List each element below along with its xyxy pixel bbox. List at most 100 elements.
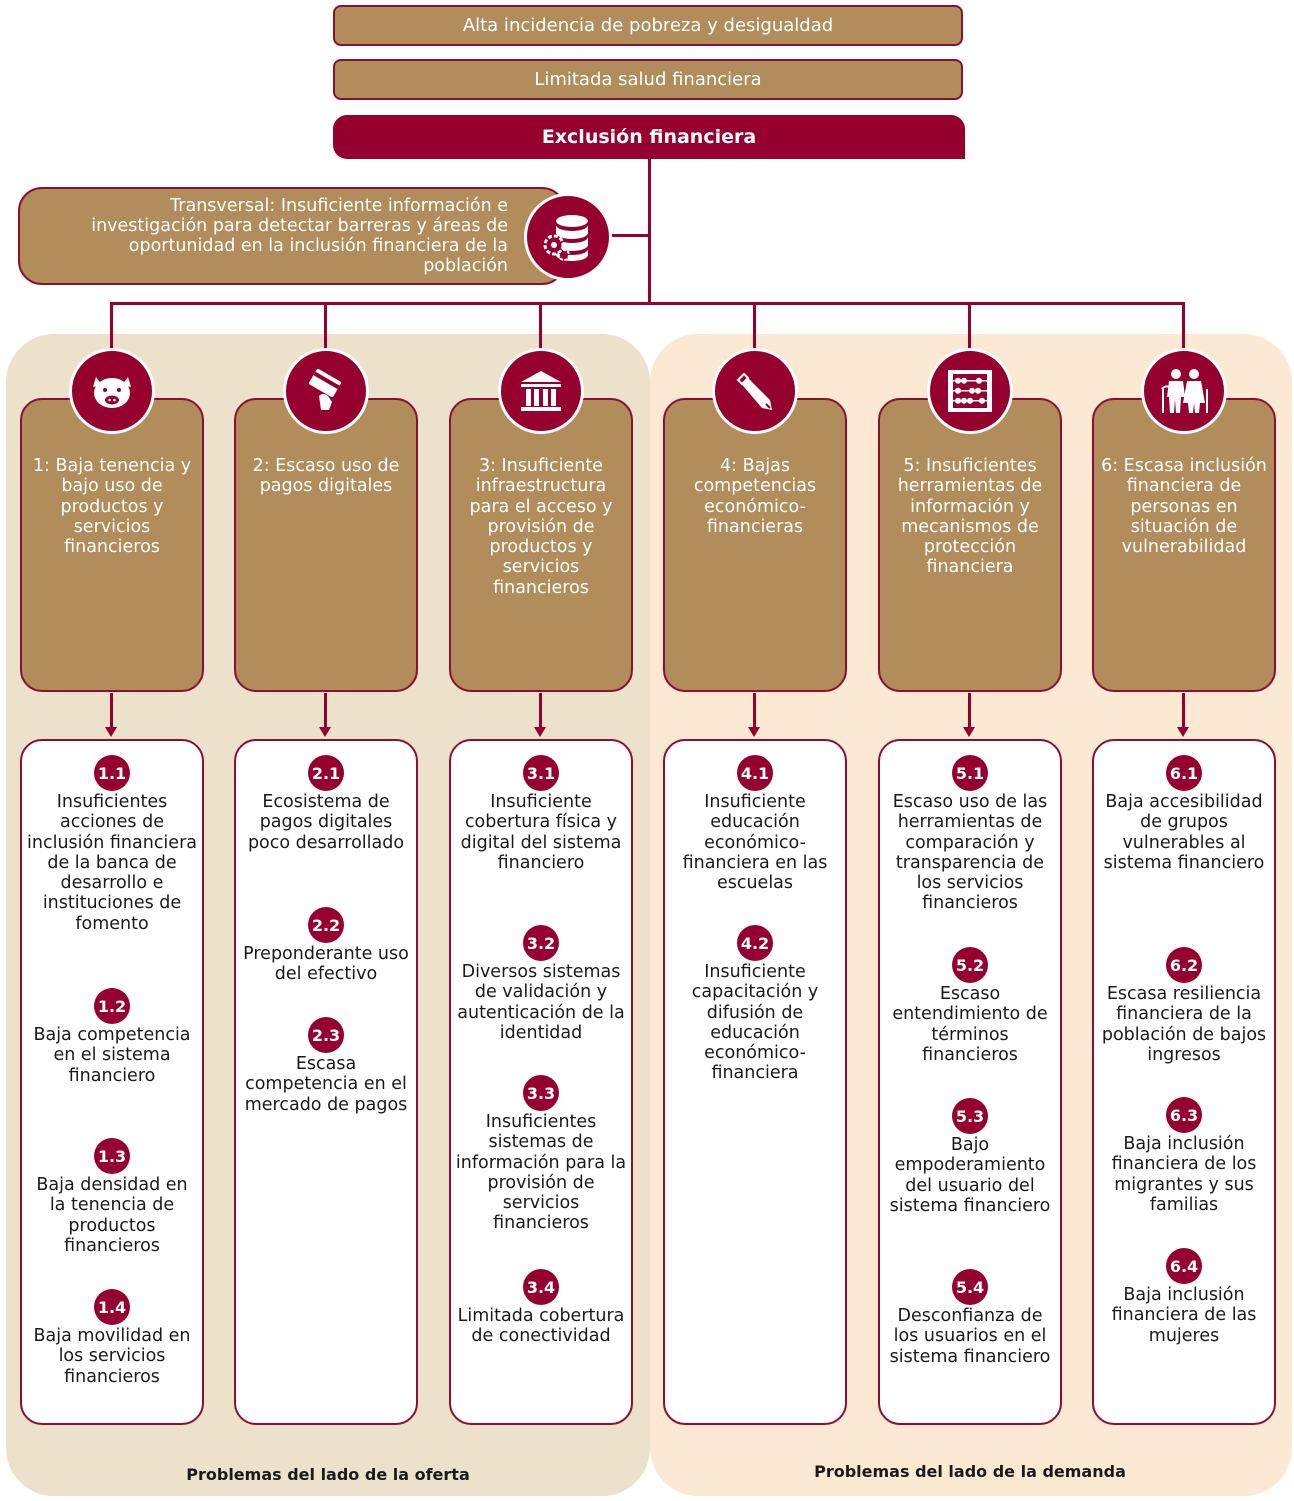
item-text: Insuficiente capacitación y difusión de … bbox=[691, 962, 819, 1084]
item-text: Insuficientes acciones de inclusión fina… bbox=[27, 792, 197, 934]
item-text: Baja inclusión financiera de los migrant… bbox=[1111, 1134, 1257, 1215]
item-text: Escaso entendimiento de términos financi… bbox=[892, 984, 1048, 1065]
database-gear-icon bbox=[524, 193, 612, 281]
item-number-badge: 5.3 bbox=[952, 1098, 988, 1134]
connector-line bbox=[1182, 302, 1185, 354]
arrow-down-icon bbox=[319, 727, 331, 737]
item-number-badge: 6.1 bbox=[1166, 755, 1202, 791]
item-text: Diversos sistemas de validación y autent… bbox=[457, 962, 625, 1043]
trunk-line bbox=[648, 158, 651, 304]
item-text: Bajo empoderamiento del usuario del sist… bbox=[889, 1135, 1051, 1216]
item-number-badge: 1.3 bbox=[94, 1138, 130, 1174]
item-number-badge: 5.1 bbox=[952, 755, 988, 791]
item-text: Limitada cobertura de conectividad bbox=[457, 1306, 625, 1347]
item-text: Baja accesibilidad de grupos vulnerables… bbox=[1103, 792, 1265, 873]
category-5-box: 5: Insuficientes herramientas de informa… bbox=[878, 398, 1062, 692]
transversal-box: Transversal: Insuficiente información e … bbox=[18, 187, 566, 285]
connector-line bbox=[324, 302, 327, 354]
item-number-badge: 6.3 bbox=[1166, 1097, 1202, 1133]
abacus-icon bbox=[927, 348, 1013, 434]
item-number-badge: 3.4 bbox=[523, 1269, 559, 1305]
arrow-down-icon bbox=[105, 727, 117, 737]
item-number-badge: 2.2 bbox=[308, 907, 344, 943]
item-number-badge: 6.4 bbox=[1166, 1248, 1202, 1284]
item-number-badge: 1.4 bbox=[94, 1289, 130, 1325]
arrow-down-icon bbox=[748, 727, 760, 737]
item-text: Escaso uso de las herramientas de compar… bbox=[892, 792, 1048, 914]
connector-line bbox=[539, 693, 542, 727]
item-text: Escasa resiliencia financiera de la pobl… bbox=[1101, 984, 1267, 1065]
connector-line bbox=[753, 302, 756, 354]
connector-line bbox=[1182, 693, 1185, 727]
connector-line bbox=[110, 693, 113, 727]
connector-line bbox=[968, 693, 971, 727]
connector-line bbox=[753, 693, 756, 727]
category-1-box: 1: Baja tenencia y bajo uso de productos… bbox=[20, 398, 204, 692]
item-number-badge: 3.3 bbox=[523, 1075, 559, 1111]
item-text: Preponderante uso del efectivo bbox=[243, 944, 409, 985]
elderly-couple-icon bbox=[1141, 348, 1227, 434]
item-text: Escasa competencia en el mercado de pago… bbox=[244, 1054, 408, 1115]
item-number-badge: 4.1 bbox=[737, 755, 773, 791]
item-number-badge: 4.2 bbox=[737, 925, 773, 961]
arrow-down-icon bbox=[963, 727, 975, 737]
pencil-icon bbox=[712, 348, 798, 434]
category-4-box: 4: Bajas competencias económico-financie… bbox=[663, 398, 847, 692]
branch-line bbox=[110, 302, 1185, 305]
item-text: Ecosistema de pagos digitales poco desar… bbox=[247, 792, 405, 853]
arrow-down-icon bbox=[1177, 727, 1189, 737]
item-number-badge: 1.2 bbox=[94, 988, 130, 1024]
item-number-badge: 1.1 bbox=[94, 755, 130, 791]
connector-line bbox=[968, 302, 971, 354]
item-text: Insuficiente cobertura física y digital … bbox=[460, 792, 622, 873]
item-text: Baja densidad en la tenencia de producto… bbox=[36, 1175, 188, 1256]
item-number-badge: 6.2 bbox=[1166, 947, 1202, 983]
item-number-badge: 3.1 bbox=[523, 755, 559, 791]
item-text: Baja movilidad en los servicios financie… bbox=[33, 1326, 191, 1387]
item-number-badge: 3.2 bbox=[523, 925, 559, 961]
demand-side-label: Problemas del lado de la demanda bbox=[814, 1462, 1126, 1481]
category-3-box: 3: Insuficiente infraestructura para el … bbox=[449, 398, 633, 692]
connector-line bbox=[110, 302, 113, 354]
item-text: Insuficiente educación económico-financi… bbox=[682, 792, 828, 894]
category-2-box: 2: Escaso uso de pagos digitales bbox=[234, 398, 418, 692]
item-number-badge: 2.1 bbox=[308, 755, 344, 791]
item-number-badge: 5.2 bbox=[952, 947, 988, 983]
item-text: Insuficientes sistemas de información pa… bbox=[455, 1112, 627, 1234]
item-text: Baja competencia en el sistema financier… bbox=[33, 1025, 191, 1086]
piggy-bank-icon bbox=[69, 348, 155, 434]
category-6-box: 6: Escasa inclusión financiera de person… bbox=[1092, 398, 1276, 692]
financial-health-box: Limitada salud financiera bbox=[333, 59, 963, 100]
item-number-badge: 2.3 bbox=[308, 1017, 344, 1053]
item-text: Desconfianza de los usuarios en el siste… bbox=[889, 1306, 1051, 1367]
card-payment-icon bbox=[283, 348, 369, 434]
supply-side-label: Problemas del lado de la oferta bbox=[186, 1465, 470, 1484]
arrow-down-icon bbox=[534, 727, 546, 737]
connector-line bbox=[324, 693, 327, 727]
